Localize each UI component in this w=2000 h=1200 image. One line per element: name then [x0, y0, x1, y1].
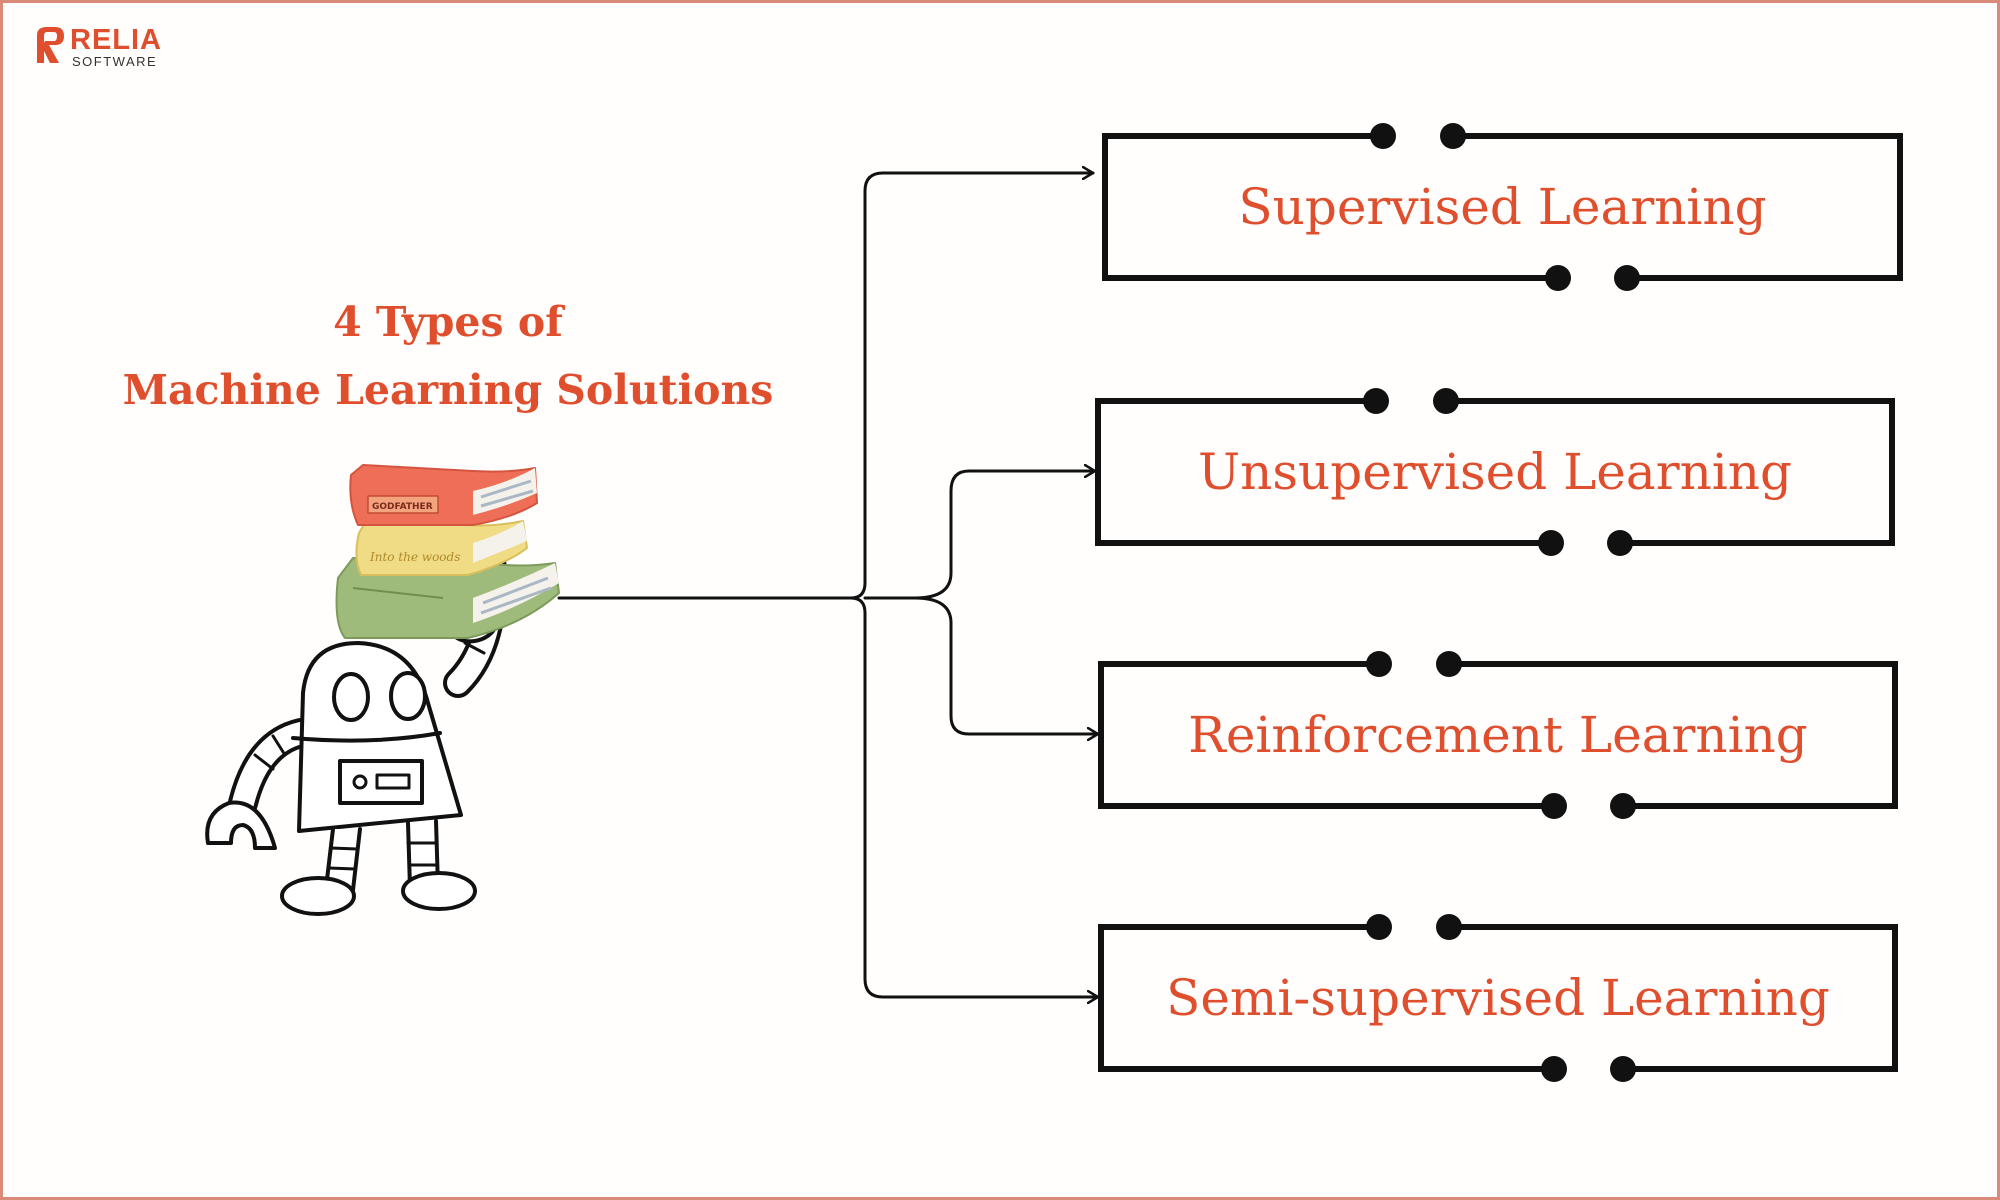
robot-claw: [205, 800, 277, 850]
book-yellow: [355, 520, 528, 576]
label-semi-supervised: Semi-supervised Learning: [1166, 969, 1830, 1027]
robot-right-foot: [401, 871, 477, 911]
books-stack-icon: Into the woods GODFATHER: [335, 464, 560, 639]
box-supervised: [1102, 123, 1903, 291]
title-line-2: Machine Learning Solutions: [122, 366, 774, 414]
connector-unsupervised: [863, 471, 1097, 600]
connector-semi-supervised: [849, 596, 1100, 997]
brand-name: RELIA: [70, 24, 162, 56]
box-semi-supervised: [1098, 914, 1898, 1082]
label-unsupervised: Unsupervised Learning: [1198, 443, 1792, 501]
book-red-spine: GODFATHER: [372, 502, 433, 512]
label-reinforcement: Reinforcement Learning: [1188, 706, 1808, 764]
page-title: 4 Types of Machine Learning Solutions: [103, 288, 793, 424]
label-supervised: Supervised Learning: [1238, 178, 1767, 236]
connector-supervised: [849, 173, 1095, 600]
relia-logo: RELIA SOFTWARE: [35, 25, 162, 68]
connector-lines: [557, 173, 1100, 997]
box-reinforcement: [1098, 651, 1898, 819]
book-green: [335, 557, 560, 639]
connector-reinforcement: [913, 596, 1100, 734]
title-line-1: 4 Types of: [333, 298, 563, 346]
diagram-canvas: Into the woods GODFATHER: [205, 123, 1903, 1082]
robot-with-books-icon: Into the woods GODFATHER: [205, 464, 560, 916]
robot-left-foot: [280, 876, 356, 916]
brand-tagline: SOFTWARE: [72, 54, 158, 69]
relia-logo-icon: [37, 27, 64, 63]
box-unsupervised: [1095, 388, 1895, 556]
book-yellow-spine: Into the woods: [369, 550, 460, 564]
